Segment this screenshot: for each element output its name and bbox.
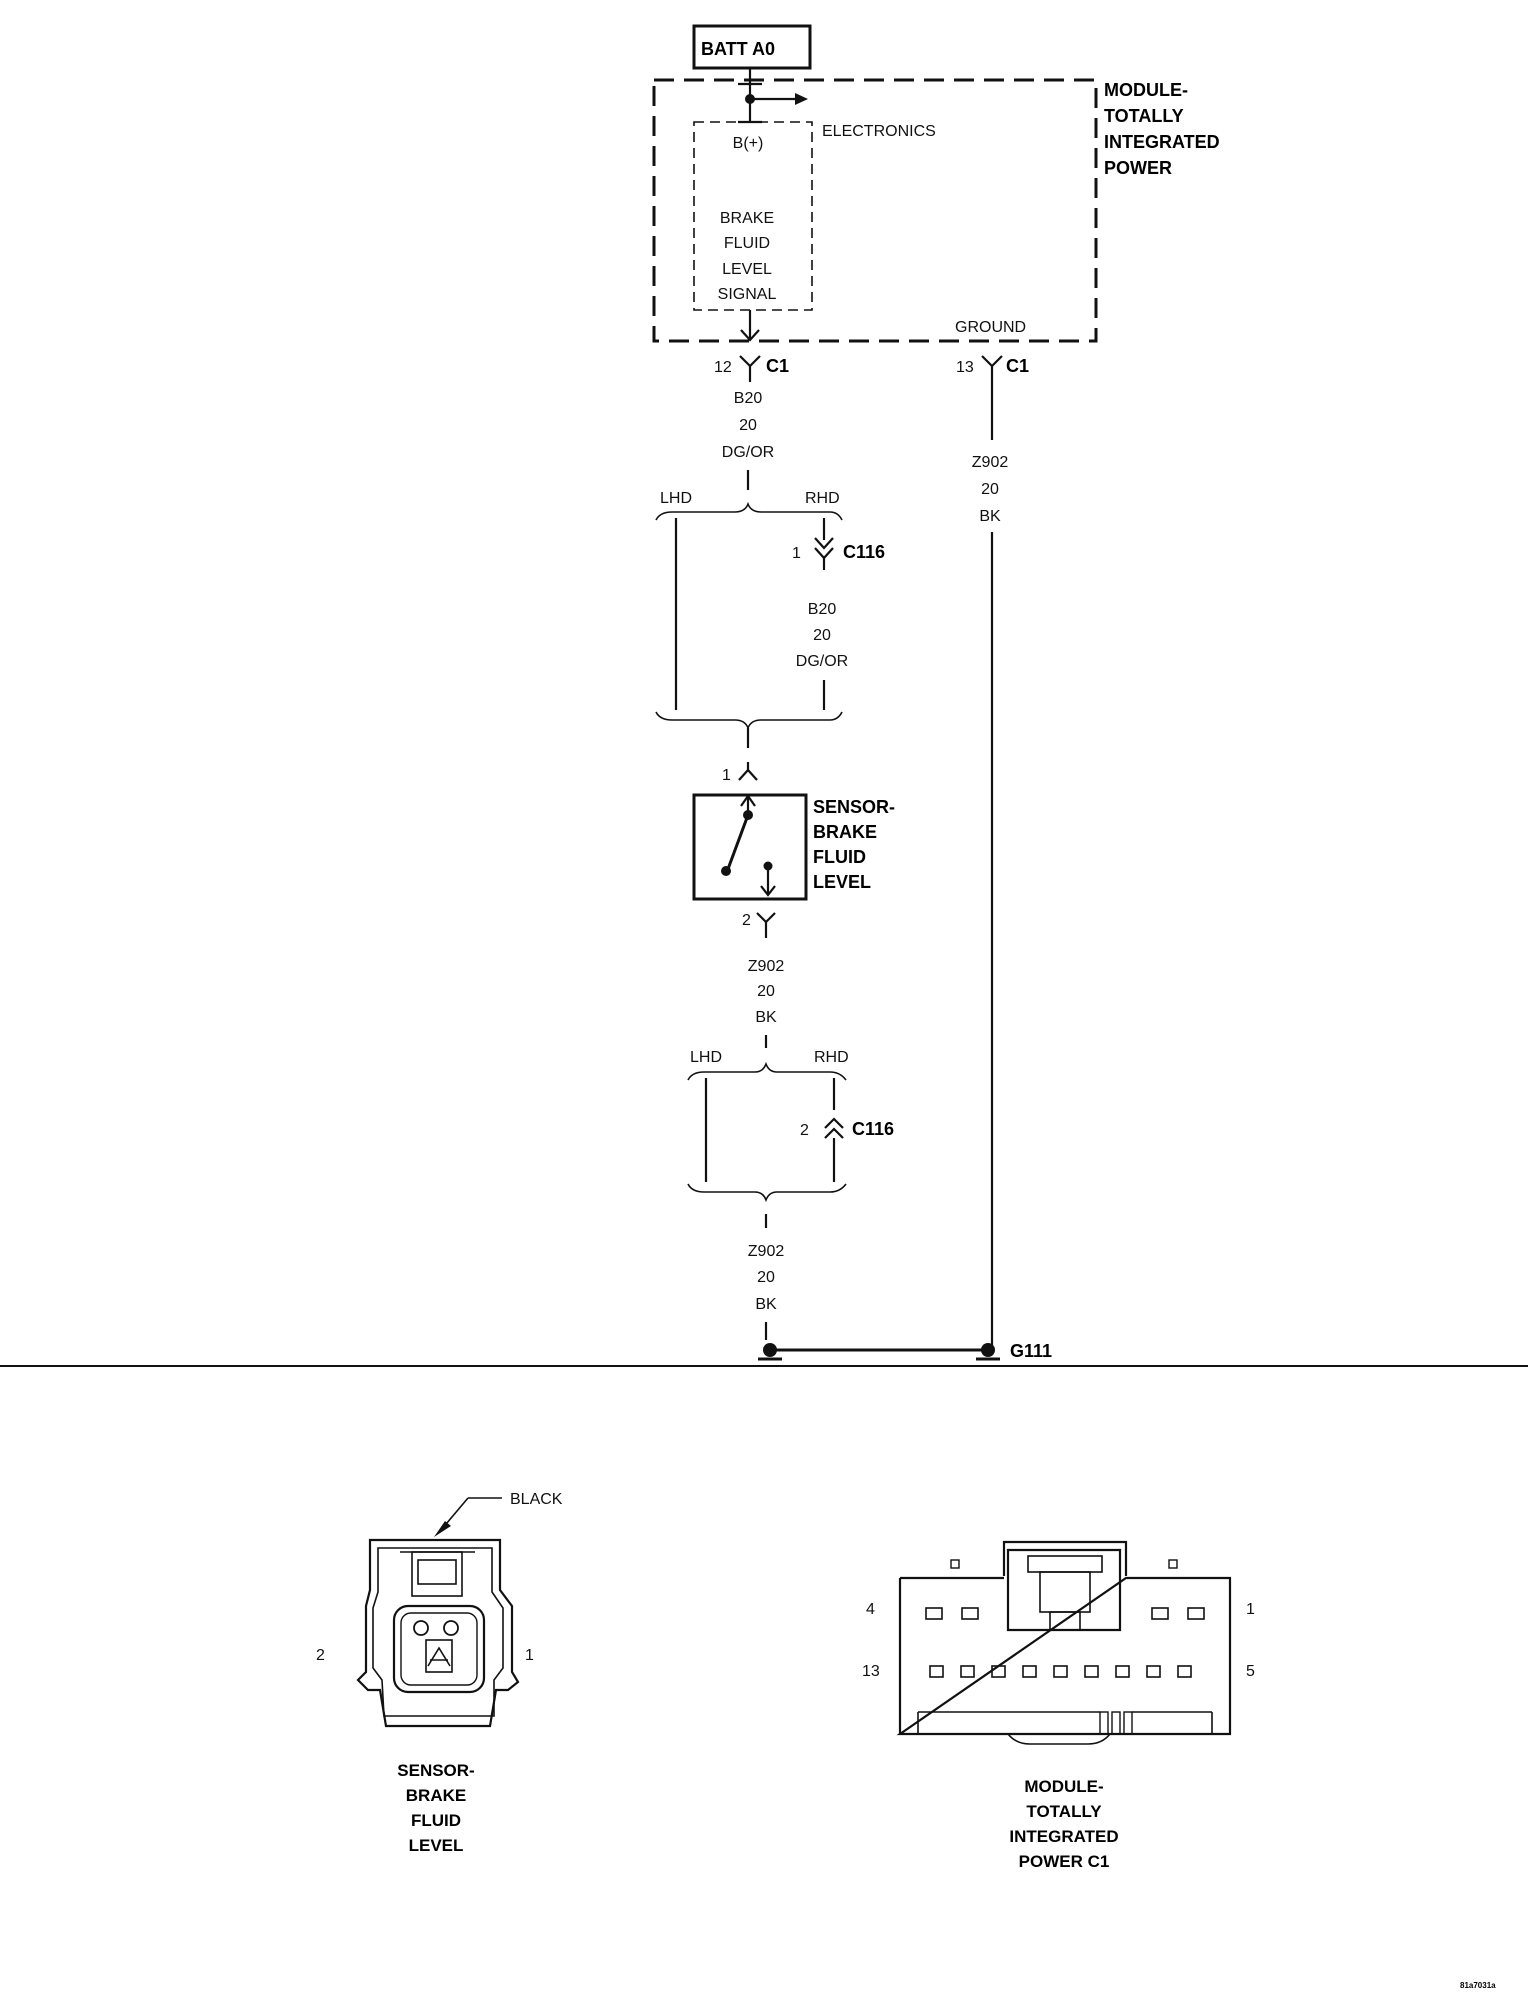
lower-lhd-label: LHD [690, 1049, 722, 1066]
sensor-connector-color: BLACK [510, 1491, 563, 1508]
tipm-pin13: 13 [862, 1663, 880, 1680]
b20-upper-gauge: 20 [739, 417, 757, 434]
wire-z902-sensor: Z902 20 BK [748, 958, 785, 1048]
b20-lower-circuit: B20 [808, 601, 837, 618]
sensor-connector-pin2: 2 [316, 1647, 325, 1664]
c116-pin1-number: 1 [792, 545, 801, 562]
sensor-title-line1: SENSOR- [813, 797, 895, 817]
sensor-title-line4: LEVEL [813, 872, 871, 892]
lower-lhd-rhd-branch: LHD RHD 2 C116 [687, 1049, 894, 1228]
sensor-connector-pin1: 1 [525, 1647, 534, 1664]
sensor-pin2-number: 2 [742, 912, 751, 929]
z902-b-circuit: Z902 [748, 1243, 785, 1260]
lower-rhd-label: RHD [814, 1049, 849, 1066]
z902-b-gauge: 20 [757, 1269, 775, 1286]
c1-pin12-connector: 12 C1 [714, 355, 789, 382]
signal-line4: SIGNAL [718, 286, 777, 303]
tipm-pin1: 1 [1246, 1601, 1255, 1618]
wire-b20-upper: B20 20 DG/OR [722, 390, 774, 490]
sensor-pin1-number: 1 [722, 767, 731, 784]
z902-a-color: BK [755, 1009, 777, 1026]
ground-label: GROUND [955, 319, 1026, 336]
z902-b-color: BK [755, 1296, 777, 1313]
wire-z902-ground: Z902 20 BK [748, 1243, 785, 1340]
sensor-title-line2: BRAKE [813, 822, 877, 842]
signal-line3: LEVEL [722, 261, 772, 278]
z902-a-gauge: 20 [757, 983, 775, 1000]
sensor-title-line3: FLUID [813, 847, 866, 867]
tipm-title-line2: TOTALLY [1104, 106, 1184, 126]
tipm-pin4: 4 [866, 1601, 875, 1618]
c1-label-right: C1 [1006, 356, 1029, 376]
tipm-connector-title-4: POWER C1 [1019, 1852, 1110, 1871]
electronics-label: ELECTRONICS [822, 123, 936, 140]
sensor-connector-view: BLACK 2 1 SENSOR- BRAKE FLUID LEVEL [316, 1491, 563, 1855]
tipm-connector-title-2: TOTALLY [1026, 1802, 1102, 1821]
batt-a0-box: BATT A0 [692, 24, 812, 70]
z902-right-circuit: Z902 [972, 454, 1009, 471]
g111-label: G111 [1010, 1341, 1052, 1361]
tipm-module: MODULE- TOTALLY INTEGRATED POWER ELECTRO… [652, 68, 1220, 343]
upper-lhd-rhd-branch: LHD RHD 1 C116 B20 20 DG/OR [655, 490, 885, 748]
c1-pin12-number: 12 [714, 359, 732, 376]
c1-pin13-number: 13 [956, 359, 974, 376]
signal-line1: BRAKE [720, 210, 774, 227]
z902-a-circuit: Z902 [748, 958, 785, 975]
sensor-connector-title-4: LEVEL [409, 1836, 464, 1855]
sensor-connector-title-1: SENSOR- [397, 1761, 474, 1780]
c116-upper-label: C116 [843, 542, 885, 562]
batt-a0-label: BATT A0 [701, 39, 775, 59]
tipm-pin5: 5 [1246, 1663, 1255, 1680]
bplus-label: B(+) [733, 135, 764, 152]
z902-right-gauge: 20 [981, 481, 999, 498]
tipm-title-line4: POWER [1104, 158, 1172, 178]
signal-line2: FLUID [724, 235, 770, 252]
sensor-connector-title-2: BRAKE [406, 1786, 466, 1805]
tipm-c1-connector-view: 4 1 13 5 MODULE- TOTALLY INTEGRATED POWE… [862, 1540, 1255, 1871]
figure-id: 81a7031a [1460, 1981, 1496, 1990]
b20-lower-color: DG/OR [796, 653, 848, 670]
c1-label-left: C1 [766, 356, 789, 376]
tipm-connector-title-1: MODULE- [1024, 1777, 1103, 1796]
b20-lower-gauge: 20 [813, 627, 831, 644]
tipm-title-line1: MODULE- [1104, 80, 1188, 100]
b20-upper-color: DG/OR [722, 444, 774, 461]
c116-lower-label: C116 [852, 1119, 894, 1139]
upper-lhd-label: LHD [660, 490, 692, 507]
z902-right-color: BK [979, 508, 1001, 525]
brake-fluid-sensor: 1 2 SENSOR- BRAKE FLUID LEVEL [692, 762, 895, 938]
b20-upper-circuit: B20 [734, 390, 763, 407]
tipm-title-line3: INTEGRATED [1104, 132, 1220, 152]
sensor-connector-title-3: FLUID [411, 1811, 461, 1830]
ground-g111: G111 [758, 1341, 1052, 1361]
tipm-connector-title-3: INTEGRATED [1009, 1827, 1118, 1846]
upper-rhd-label: RHD [805, 490, 840, 507]
c1-pin13-connector: 13 C1 Z902 20 BK [956, 355, 1029, 1348]
c116-pin2-number: 2 [800, 1122, 809, 1139]
